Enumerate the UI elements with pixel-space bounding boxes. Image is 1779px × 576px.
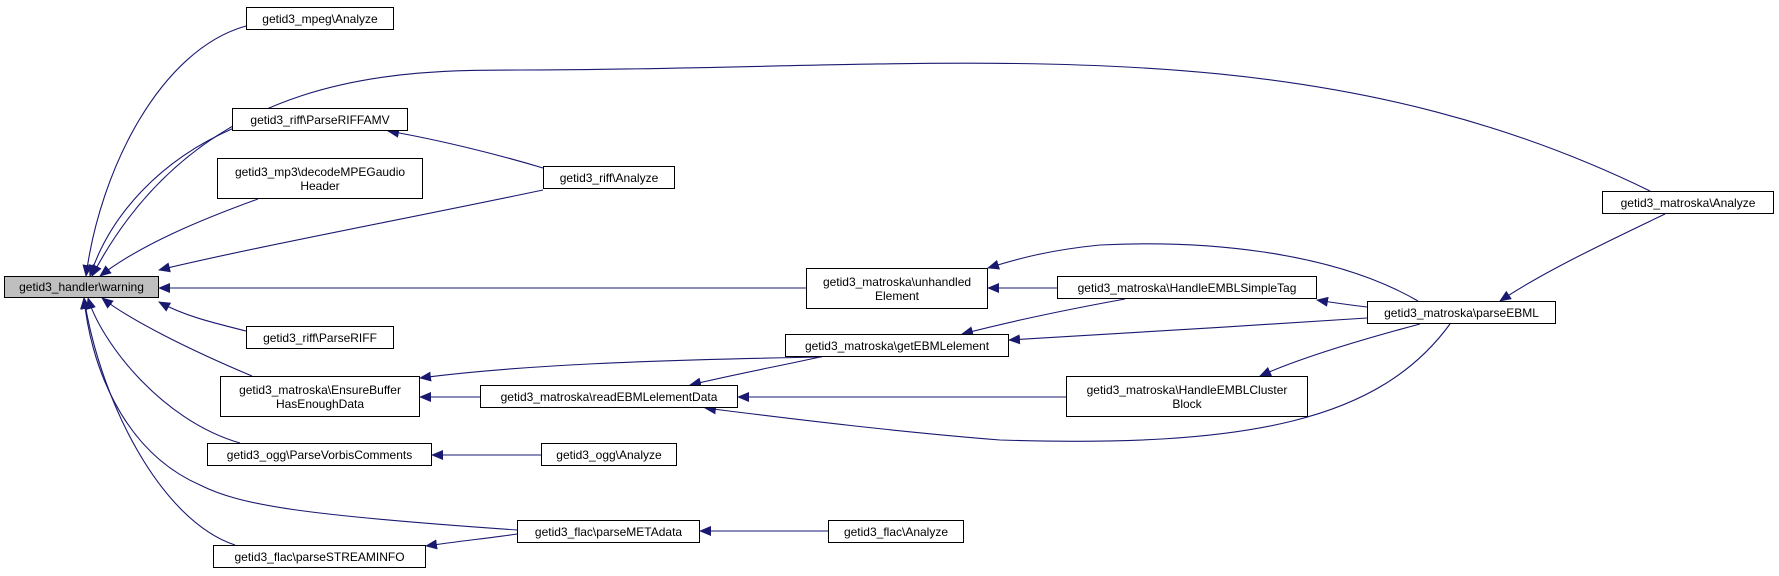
node-label-line: getid3_flac\Analyze [843,524,949,539]
node-label-line: getid3_riff\ParseRIFFAMV [250,112,390,127]
node-mk-analyze[interactable]: getid3_matroska\Analyze [1602,191,1774,214]
node-label-line: Element [874,288,920,303]
node-label-line: getid3_matroska\unhandled [822,274,972,289]
edge-flac-parsestreaminfo-to-root [80,297,236,546]
node-riff-parseriff[interactable]: getid3_riff\ParseRIFF [246,326,394,349]
edge-mk-simpletag-to-mk-getebml [961,298,1126,337]
edge-mk-parseebml-to-mk-getebml [1008,317,1368,345]
edge-mk-parseebml-to-mk-unhandled [987,243,1419,302]
node-label-line: getid3_handler\warning [19,280,144,294]
node-label-line: getid3_matroska\HandleEMBLCluster [1086,382,1288,397]
node-label-line: getid3_matroska\HandleEMBLSimpleTag [1077,280,1297,295]
edge-mk-parseebml-to-mk-simpletag [1316,296,1368,308]
node-label-line: HasEnoughData [275,396,365,411]
node-label-line: getid3_ogg\Analyze [556,447,662,462]
node-flac-parsemeta[interactable]: getid3_flac\parseMETAdata [517,520,700,543]
node-mk-getebml[interactable]: getid3_matroska\getEBMLelement [785,334,1009,357]
edge-mk-analyze-to-mk-parseebml [1499,213,1666,302]
edge-mk-parseebml-to-mk-cluster [1259,323,1421,377]
node-label-line: getid3_mp3\decodeMPEGaudio [234,164,406,179]
node-riff-analyze[interactable]: getid3_riff\Analyze [543,166,675,189]
edge-mk-getebml-to-mk-ensure [419,356,823,382]
node-mk-simpletag[interactable]: getid3_matroska\HandleEMBLSimpleTag [1057,276,1317,299]
edge-riff-parseriff-to-root [158,301,247,332]
node-label-line: Block [1172,396,1202,411]
node-label-line: getid3_matroska\getEBMLelement [804,338,990,353]
node-mpeg-analyze[interactable]: getid3_mpeg\Analyze [246,7,394,30]
edge-riff-analyze-to-root [158,189,544,273]
node-label-line: getid3_matroska\EnsureBuffer [239,382,401,397]
node-flac-parsestreaminfo[interactable]: getid3_flac\parseSTREAMINFO [213,545,426,568]
node-label-line: Header [300,178,340,193]
node-label-line: getid3_flac\parseSTREAMINFO [234,549,405,564]
node-ogg-parsevorbis[interactable]: getid3_ogg\ParseVorbisComments [207,443,432,466]
node-mk-readebml[interactable]: getid3_matroska\readEBMLelementData [480,385,738,408]
edge-flac-parsemeta-to-root [80,297,518,531]
node-label-line: getid3_ogg\ParseVorbisComments [226,447,413,462]
node-root: getid3_handler\warning [4,276,159,298]
edge-ogg-parsevorbis-to-root [86,297,241,444]
edge-mk-ensure-to-root [101,297,253,377]
edge-mk-getebml-to-mk-readebml [689,356,821,388]
node-label-line: getid3_riff\Analyze [559,170,659,185]
node-ogg-analyze[interactable]: getid3_ogg\Analyze [541,443,677,466]
edge-riff-parseriffamv-to-root [88,127,235,277]
edge-mk-parseebml-to-mk-readebml [704,323,1451,442]
node-label-line: getid3_matroska\parseEBML [1384,305,1539,320]
edge-flac-parsemeta-to-flac-parsestreaminfo [425,533,518,550]
node-flac-analyze[interactable]: getid3_flac\Analyze [828,520,964,543]
node-label-line: getid3_flac\parseMETAdata [534,524,683,539]
node-mk-parseebml[interactable]: getid3_matroska\parseEBML [1367,301,1556,324]
node-label-line: getid3_matroska\Analyze [1620,195,1756,210]
edge-mpeg-analyze-to-root [82,25,247,277]
node-label-line: getid3_matroska\readEBMLelementData [500,389,718,404]
node-riff-parseriffamv[interactable]: getid3_riff\ParseRIFFAMV [232,108,408,131]
node-label-line: getid3_mpeg\Analyze [262,11,378,26]
edge-mp3-decode-to-root [99,198,259,277]
node-label-line: getid3_riff\ParseRIFF [263,330,377,345]
edge-riff-analyze-to-riff-parseriffamv [387,127,544,169]
